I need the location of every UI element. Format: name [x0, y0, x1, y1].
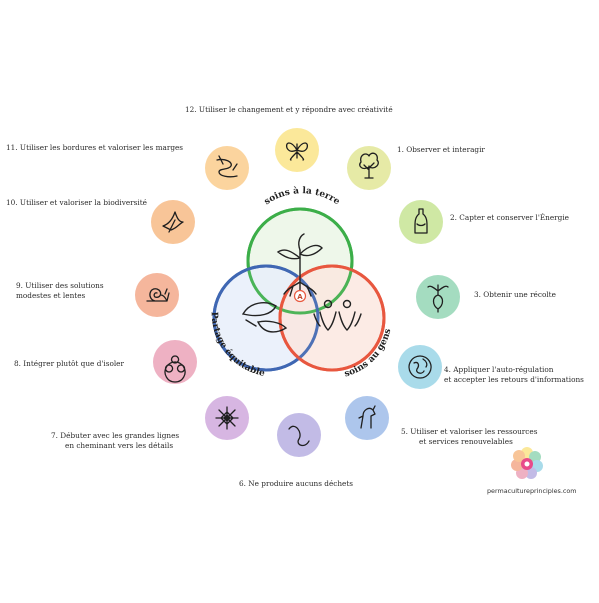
principle-7 — [205, 396, 249, 440]
principle-label-11: 11. Utiliser les bordures et valoriser l… — [6, 143, 184, 152]
globe-icon — [408, 355, 432, 379]
radish-icon — [427, 284, 449, 313]
bird-icon — [162, 211, 184, 233]
principle-10 — [151, 200, 195, 244]
principle-label-8: 8. Intégrer plutôt que d'isoler — [14, 359, 124, 368]
brand-url: permacultureprinciples.com — [487, 487, 577, 495]
circles-icon — [164, 355, 186, 383]
principle-label-1: 1. Observer et interagir — [397, 145, 485, 154]
principle-3-circle — [416, 275, 460, 319]
ethics-venn: soins à la terre Partage équitable soins… — [209, 185, 394, 379]
principle-circles — [135, 128, 460, 457]
principle-label-2: 2. Capter et conserver l'Énergie — [450, 213, 569, 222]
principle-label-3: 3. Obtenir une récolte — [474, 290, 556, 299]
snail-icon — [146, 288, 170, 302]
principle-label-10: 10. Utiliser et valoriser la biodiversit… — [6, 198, 148, 207]
spiderweb-icon — [215, 406, 239, 430]
principle-9 — [135, 273, 179, 317]
principle-1 — [347, 146, 391, 190]
people-icon — [313, 299, 362, 331]
principle-11 — [205, 146, 249, 190]
principle-6-circle — [277, 413, 321, 457]
principle-10-circle — [151, 200, 195, 244]
seedling-icon — [276, 233, 323, 297]
sharing-icon — [241, 302, 288, 333]
principle-8 — [153, 340, 197, 384]
principle-5 — [345, 396, 389, 440]
tree-icon — [359, 152, 379, 179]
brand-logo-icon — [511, 447, 543, 479]
center-mark-badge — [293, 289, 307, 303]
principle-label-12: 12. Utiliser le changement et y répondre… — [185, 105, 393, 114]
principle-12 — [275, 128, 319, 172]
butterfly-icon — [285, 142, 309, 161]
ethic-earth-care-label: soins à la terre — [263, 185, 342, 207]
principle-4-circle — [398, 345, 442, 389]
principle-5-circle — [345, 396, 389, 440]
principle-label-6: 6. Ne produire aucuns déchets — [239, 479, 354, 488]
worm-icon — [288, 425, 310, 447]
principle-2 — [399, 200, 443, 244]
bottle-icon — [414, 208, 428, 234]
principle-4 — [398, 345, 442, 389]
principle-6 — [277, 413, 321, 457]
principle-9-circle — [135, 273, 179, 317]
river-icon — [216, 155, 238, 178]
principle-2-circle — [399, 200, 443, 244]
horse-icon — [358, 405, 376, 429]
center-mark: A — [297, 293, 303, 301]
principle-3 — [416, 275, 460, 319]
